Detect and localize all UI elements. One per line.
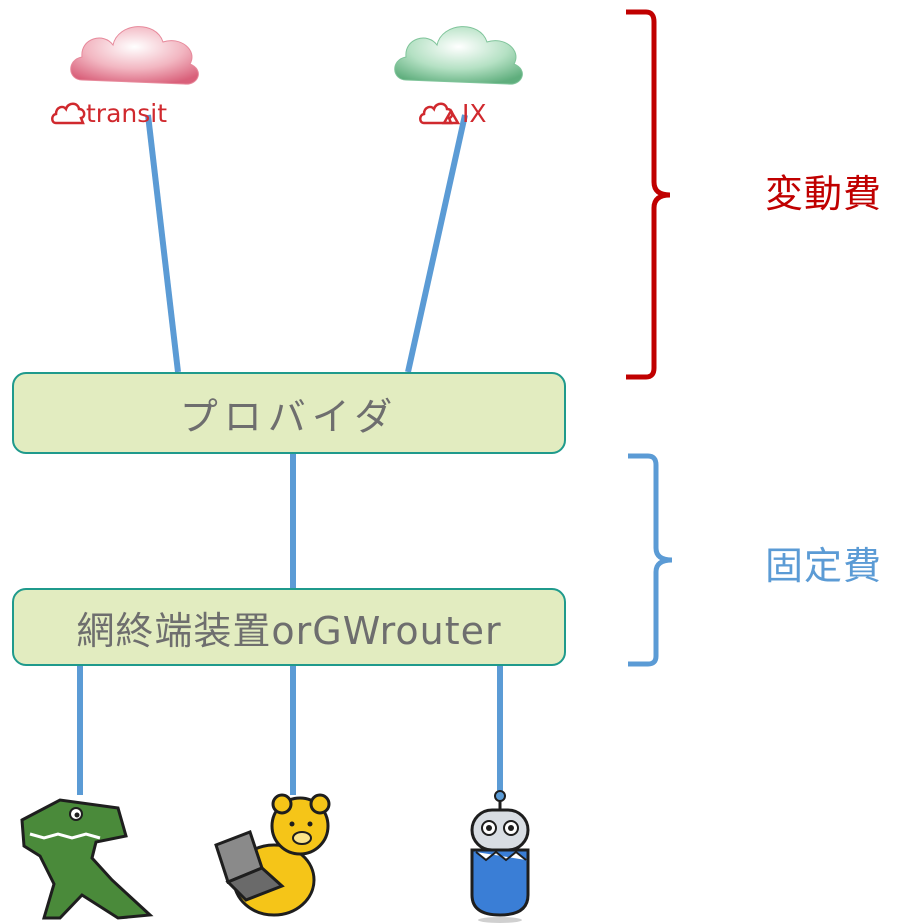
ix-label-text: IX [462, 99, 487, 128]
network-terminal-box: 網終端装置orGWrouter [12, 588, 566, 666]
transit-label: transit [50, 99, 167, 128]
robot-icon [470, 790, 530, 923]
dinosaur-icon [20, 798, 154, 920]
cloud-outline-icon [419, 102, 461, 124]
bear-laptop-icon [214, 793, 331, 917]
transit-label-text: transit [86, 99, 168, 128]
fixed-cost-bracket [628, 453, 673, 667]
provider-box: プロバイダ [12, 372, 566, 454]
transit-cloud-icon [70, 26, 199, 85]
fixed-cost-label: 固定費 [765, 544, 883, 588]
network-terminal-label: 網終端装置orGWrouter [76, 608, 502, 653]
variable-cost-label: 変動費 [765, 172, 883, 216]
cloud-outline-icon [51, 102, 86, 124]
ix-cloud-icon [394, 26, 523, 85]
link-transit-provider [145, 114, 181, 373]
link-ix-provider [405, 114, 468, 373]
ix-label: IX [418, 99, 487, 128]
variable-cost-bracket [626, 9, 671, 380]
provider-label: プロバイダ [179, 394, 399, 439]
